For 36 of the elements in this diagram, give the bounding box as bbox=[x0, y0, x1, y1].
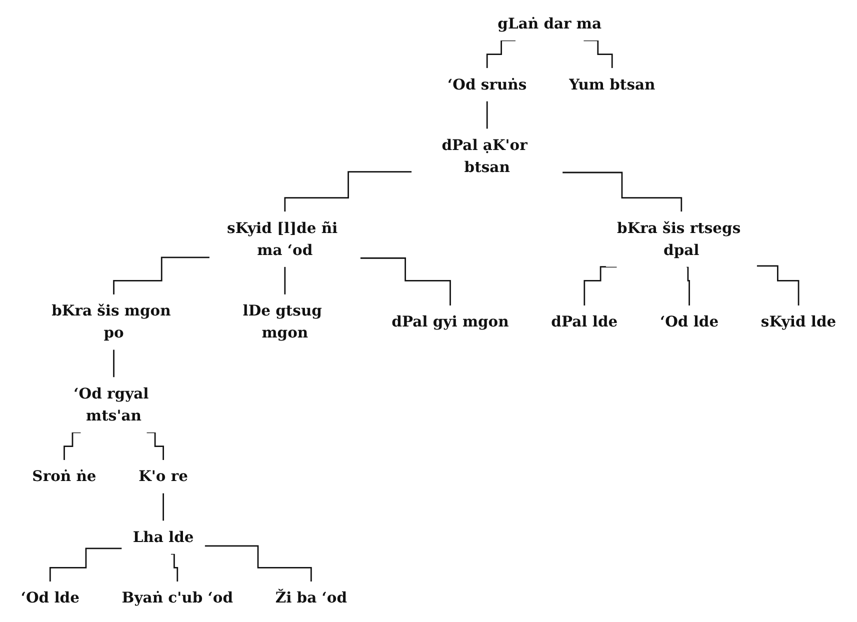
node-text: Ži ba ‘od bbox=[275, 588, 347, 606]
connector bbox=[562, 172, 682, 212]
connector bbox=[49, 548, 122, 582]
node-text: Byaṅ c'ub ‘od bbox=[122, 588, 233, 606]
node-text: Lha lde bbox=[132, 528, 194, 546]
node-text: ‘Od sruṅs bbox=[448, 75, 527, 93]
node-text: lDe gtsug mgon bbox=[242, 302, 322, 342]
node-text: sKyid [l]de ñi ma ‘od bbox=[227, 218, 338, 259]
node-text: K'o re bbox=[138, 467, 188, 485]
connector bbox=[686, 266, 690, 306]
connector bbox=[113, 256, 210, 296]
node-text: ‘Od lde bbox=[20, 588, 80, 606]
connector bbox=[162, 492, 164, 522]
node-text: bKra šis rtsegs dpal bbox=[617, 218, 741, 259]
node-text: Sroṅ ṅe bbox=[32, 467, 96, 485]
connector bbox=[584, 266, 617, 306]
node-text: ‘Od rgyal mts'an bbox=[74, 384, 149, 424]
node-text: dPal gyi mgon bbox=[392, 312, 509, 330]
node-text: dPal lde bbox=[551, 312, 618, 330]
connector bbox=[204, 545, 312, 582]
node-text: bKra šis mgon po bbox=[52, 302, 171, 342]
connector bbox=[171, 553, 178, 582]
node-text: sKyid lde bbox=[760, 312, 836, 330]
connector bbox=[584, 40, 613, 69]
node-text: dPal ạK'or btsan bbox=[442, 136, 528, 176]
connector bbox=[284, 266, 286, 296]
connector bbox=[64, 432, 81, 461]
connector bbox=[146, 432, 164, 461]
connector bbox=[756, 265, 800, 306]
connector bbox=[486, 100, 488, 130]
connector bbox=[113, 348, 114, 378]
connector bbox=[360, 257, 451, 306]
connector bbox=[486, 40, 516, 69]
node-text: ‘Od lde bbox=[660, 312, 719, 330]
connector bbox=[284, 171, 412, 212]
node-text: Yum btsan bbox=[568, 75, 656, 93]
